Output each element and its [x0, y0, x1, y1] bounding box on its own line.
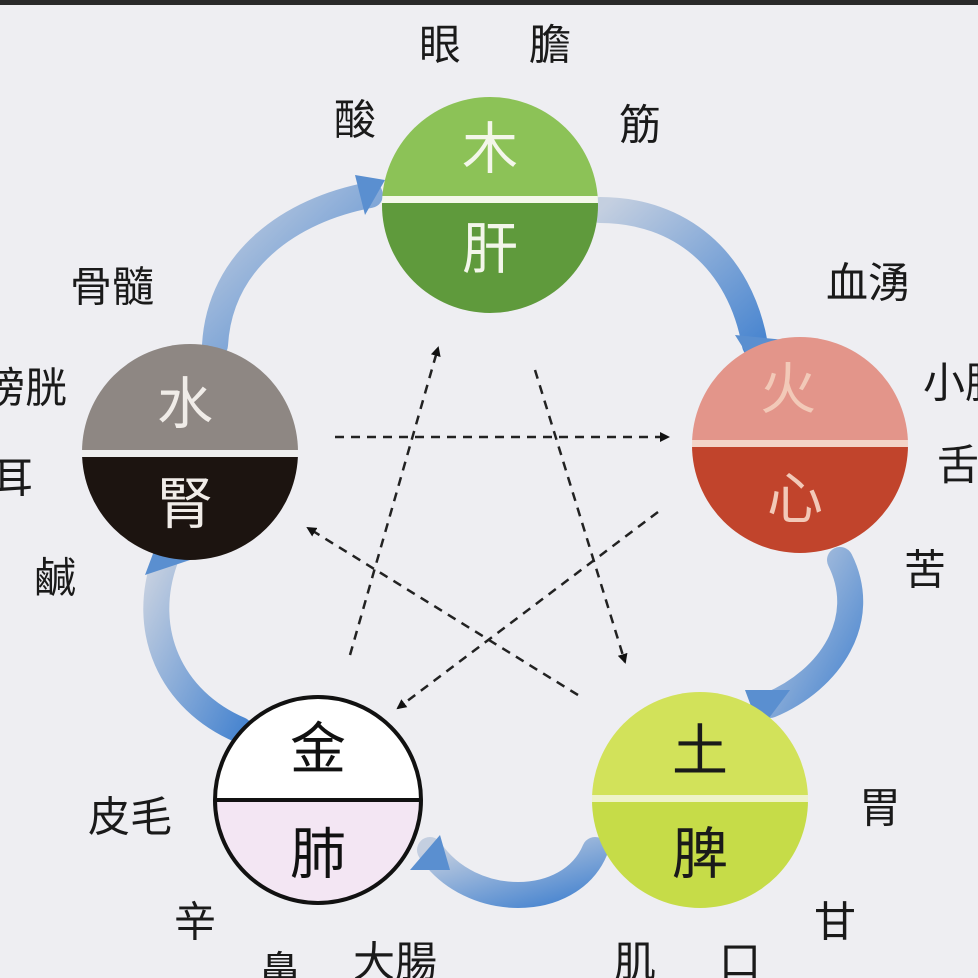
- label-pungent: 辛: [174, 898, 216, 947]
- arrow-fire-to-earth: [757, 547, 864, 718]
- label-ear: 耳: [0, 454, 33, 503]
- circle-fire: 火 心: [692, 337, 908, 553]
- label-bladder: 膀胱: [0, 364, 67, 413]
- label-skin-hair: 皮毛: [88, 793, 172, 842]
- label-marrow: 骨髓: [70, 263, 154, 312]
- element-label-water: 水: [157, 373, 213, 438]
- label-tendon: 筋: [619, 101, 661, 150]
- dash-fire-to-metal: [396, 511, 659, 710]
- arrow-wood-to-fire: [587, 197, 768, 358]
- circle-earth: 土 脾: [592, 692, 808, 908]
- label-sour: 酸: [334, 96, 376, 145]
- organ-label-heart: 心: [767, 468, 823, 533]
- circle-wood: 木 肝: [382, 97, 598, 313]
- label-muscle: 肌: [614, 938, 656, 978]
- label-sweet: 甘: [814, 898, 856, 947]
- organ-label-liver: 肝: [462, 218, 518, 283]
- label-salty: 鹹: [34, 554, 76, 603]
- label-eye: 眼: [419, 21, 461, 70]
- label-mouth: 口: [719, 938, 761, 978]
- labels: 眼 膽 酸 筋 血湧 小腸 舌 苦 胃 甘 口 肌 皮毛 辛 鼻 大腸 骨髓 膀…: [0, 21, 978, 978]
- element-label-fire: 火: [760, 358, 816, 423]
- top-bar: [0, 0, 978, 5]
- generating-arrows: [143, 182, 864, 908]
- label-nose: 鼻: [259, 948, 301, 978]
- element-label-earth: 土: [672, 720, 728, 785]
- arrow-metal-to-water: [143, 547, 253, 743]
- label-blood: 血湧: [826, 259, 910, 308]
- label-tongue: 舌: [937, 441, 978, 490]
- organ-label-spleen: 脾: [672, 823, 728, 888]
- controlling-arrows: [306, 346, 670, 710]
- label-gallbladder: 膽: [529, 21, 571, 70]
- dash-wood-to-earth: [533, 369, 628, 664]
- arrow-earth-to-metal: [417, 837, 608, 908]
- element-label-wood: 木: [462, 118, 518, 183]
- organ-label-lung: 肺: [290, 823, 346, 888]
- organ-label-kidney: 腎: [157, 473, 213, 538]
- label-small-intestine: 小腸: [923, 359, 978, 408]
- arrow-water-to-wood: [202, 182, 383, 358]
- label-large-intestine: 大腸: [353, 938, 437, 978]
- label-bitter: 苦: [904, 546, 946, 595]
- dash-earth-to-water: [306, 526, 579, 697]
- label-stomach: 胃: [859, 784, 901, 833]
- dash-metal-to-wood: [348, 346, 441, 656]
- element-label-metal: 金: [290, 718, 346, 783]
- circle-water: 水 腎: [82, 344, 298, 560]
